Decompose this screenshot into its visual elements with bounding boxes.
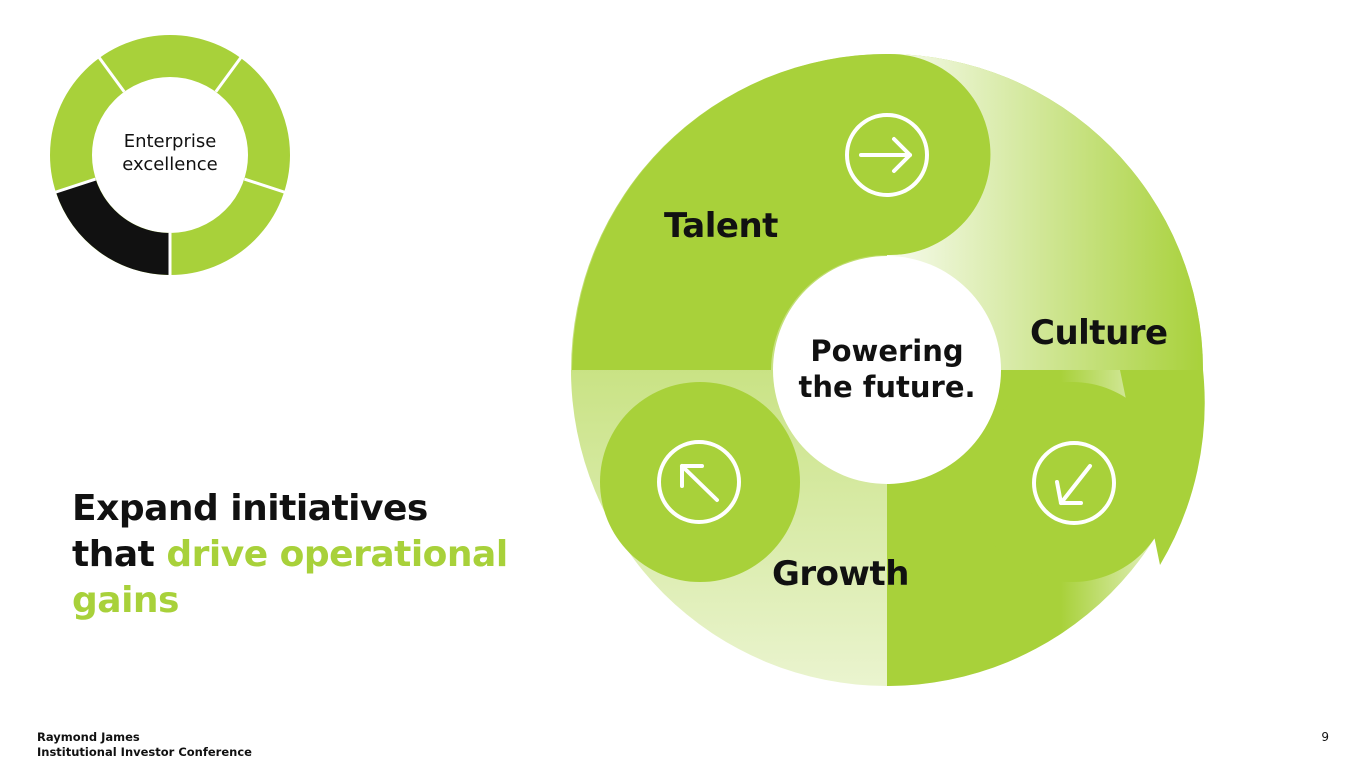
culture-label: Culture: [1030, 313, 1168, 353]
footer-line2: Institutional Investor Conference: [37, 745, 252, 759]
culture-lobe: [972, 382, 1172, 582]
arrow-down-left-icon: [1032, 441, 1116, 525]
ring-highlight-segment: [55, 179, 170, 275]
headline-accent: drive operational gains: [72, 534, 508, 621]
talent-label: Talent: [664, 206, 778, 246]
ring-center-label: Enterprise excellence: [92, 130, 248, 176]
arrow-up-left-icon: [657, 440, 741, 524]
cycle-center-line2: the future.: [798, 370, 976, 404]
headline: Expand initiatives that drive operationa…: [72, 486, 512, 624]
enterprise-excellence-ring: [50, 35, 290, 277]
ring-center-line2: excellence: [122, 154, 218, 175]
cycle-center: [773, 256, 1001, 484]
talent-segment: [572, 53, 991, 370]
cycle-center-label: Powering the future.: [774, 333, 1000, 405]
ring-separators: [52, 55, 288, 277]
arrow-right-icon: [845, 113, 929, 197]
headline-part1: Expand initiatives: [72, 488, 428, 529]
headline-part2: that: [72, 534, 167, 575]
page-number: 9: [1321, 730, 1329, 744]
cycle-diagram: [571, 53, 1205, 686]
footer: Raymond James Institutional Investor Con…: [37, 730, 252, 760]
cycle-center-line1: Powering: [810, 334, 964, 368]
ring-center-line1: Enterprise: [123, 131, 217, 152]
growth-label: Growth: [772, 554, 909, 594]
footer-line1: Raymond James: [37, 730, 140, 744]
culture-edge: [1120, 370, 1205, 565]
